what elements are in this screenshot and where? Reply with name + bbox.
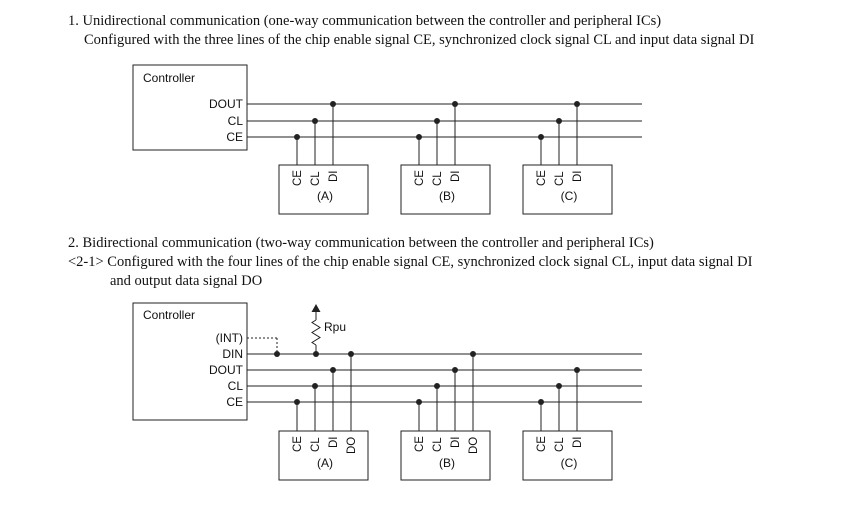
pin-label: CL: [310, 437, 322, 452]
device-box-1a: [278, 164, 369, 215]
pin-label: CL: [554, 437, 566, 452]
signal-label-ce: CE: [226, 395, 243, 409]
device-box-1c: [522, 164, 613, 215]
section1-description: Configured with the three lines of the c…: [84, 32, 755, 48]
controller-label-2: Controller: [143, 308, 195, 322]
device-label: (C): [561, 189, 578, 203]
pin-label: CL: [554, 171, 566, 186]
signal-label-din: DIN: [222, 347, 243, 361]
device-box-2c: [522, 430, 613, 481]
device-box-2b: [400, 430, 491, 481]
pin-label: DI: [328, 437, 340, 449]
device-label: (C): [561, 456, 578, 470]
signal-label-dout: DOUT: [209, 363, 244, 377]
controller-label-1: Controller: [143, 71, 195, 85]
section2-description-line2: and output data signal DO: [110, 273, 263, 289]
junction-dots: [274, 101, 580, 405]
signal-label-cl: CL: [228, 379, 244, 393]
pin-label: DO: [346, 437, 358, 454]
pin-label: CE: [414, 170, 426, 186]
pin-label: DI: [328, 171, 340, 183]
pin-label: CE: [414, 436, 426, 452]
pin-label: DI: [450, 437, 462, 449]
pin-label: CE: [536, 170, 548, 186]
section2-title: 2. Bidirectional communication (two-way …: [68, 235, 654, 251]
pin-label: DO: [468, 437, 480, 454]
pin-label: DI: [572, 437, 584, 449]
signal-label-int: (INT): [216, 331, 243, 345]
signal-label-cl: CL: [228, 114, 244, 128]
controller-box-1: [132, 64, 248, 151]
pin-label: CL: [432, 437, 444, 452]
device-box-2a: [278, 430, 369, 481]
pin-label: CL: [310, 171, 322, 186]
pin-label: CE: [292, 170, 304, 186]
section2-description-line1: <2-1> Configured with the four lines of …: [68, 254, 753, 270]
pin-label: CL: [432, 171, 444, 186]
device-label: (B): [439, 189, 455, 203]
device-label: (A): [317, 189, 333, 203]
controller-box-2: [132, 302, 248, 421]
pullup-resistor: [311, 319, 321, 346]
supply-arrow-icon: [311, 304, 321, 312]
pullup-label: Rpu: [324, 320, 346, 334]
pin-label: DI: [572, 171, 584, 183]
signal-label-dout: DOUT: [209, 97, 244, 111]
section1-title: 1. Unidirectional communication (one-way…: [68, 13, 662, 29]
signal-label-ce: CE: [226, 130, 243, 144]
pin-label: CE: [536, 436, 548, 452]
pin-label: CE: [292, 436, 304, 452]
device-label: (A): [317, 456, 333, 470]
pin-label: DI: [450, 171, 462, 183]
device-box-1b: [400, 164, 491, 215]
device-label: (B): [439, 456, 455, 470]
